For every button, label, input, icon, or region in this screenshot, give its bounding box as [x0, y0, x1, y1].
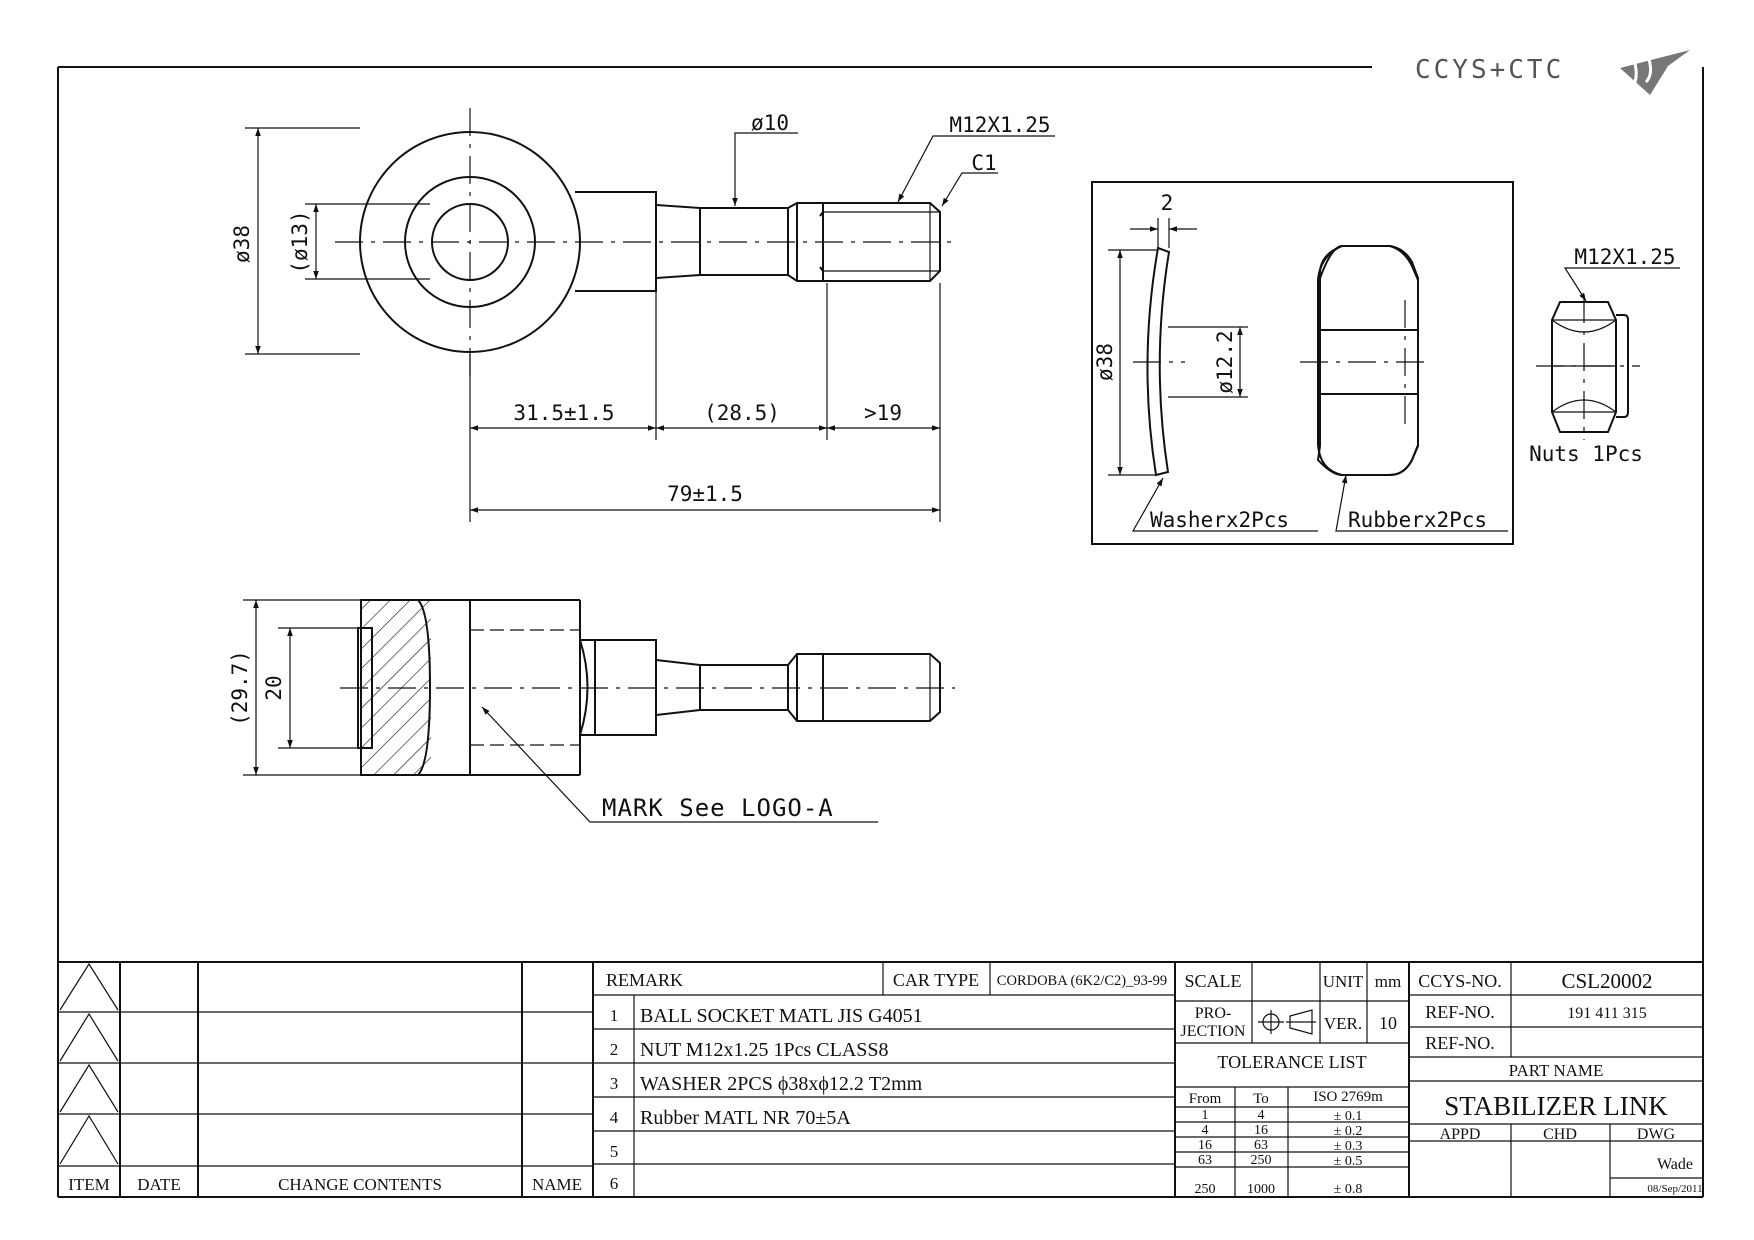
rubber-drawing: Rubberx2Pcs	[1300, 245, 1508, 532]
tolerance-row: 4 16 ± 0.2	[1202, 1123, 1363, 1139]
tol-value: ± 0.2	[1334, 1124, 1363, 1139]
tol-from: 16	[1198, 1138, 1212, 1153]
tol-value: ± 0.5	[1334, 1154, 1363, 1169]
remark-no: 4	[610, 1108, 619, 1127]
third-angle-projection-icon	[1258, 1009, 1316, 1035]
tolerance-row: 63 250 ± 0.5	[1198, 1153, 1362, 1169]
tolerance-row: 1 4 ± 0.1	[1202, 1108, 1363, 1124]
chd-label: CHD	[1543, 1126, 1577, 1143]
dim-length-28-5: (28.5)	[704, 401, 780, 425]
remark-text: WASHER 2PCS ϕ38xϕ12.2 T2mm	[640, 1073, 923, 1095]
dim-height-29-7: (29.7)	[228, 650, 252, 726]
remark-no: 3	[610, 1074, 619, 1093]
ref-no-value: 191 411 315	[1567, 1005, 1646, 1022]
dim-diameter-38: ø38	[230, 225, 254, 263]
tol-to: 250	[1251, 1153, 1272, 1168]
drawn-by: Wade	[1657, 1156, 1693, 1173]
col-change-contents: CHANGE CONTENTS	[278, 1175, 442, 1194]
ref-no-label: REF-NO.	[1425, 1033, 1495, 1053]
nut-drawing: M12X1.25 Nuts 1Pcs	[1529, 245, 1680, 466]
col-name: NAME	[532, 1175, 582, 1194]
appd-label: APPD	[1440, 1126, 1481, 1143]
dim-diameter-10: ø10	[751, 111, 789, 135]
remark-header: REMARK	[606, 970, 683, 990]
logo-emblem-icon	[1620, 50, 1690, 95]
part-name-value: STABILIZER LINK	[1444, 1091, 1668, 1121]
sheet-border	[57, 66, 1704, 1198]
remark-no: 6	[610, 1174, 619, 1193]
tolerance-title: TOLERANCE LIST	[1217, 1052, 1366, 1072]
rubber-label: Rubberx2Pcs	[1348, 508, 1487, 532]
dim-length-19: >19	[864, 401, 902, 425]
spec-table: SCALE UNIT mm PRO- JECTION VER. 10 TOLER…	[1175, 962, 1410, 1197]
ver-value: 10	[1379, 1013, 1397, 1033]
remark-text: Rubber MATL NR 70±5A	[640, 1107, 851, 1129]
unit-label: UNIT	[1323, 972, 1364, 991]
tol-to: 4	[1258, 1108, 1265, 1123]
tol-from: 63	[1198, 1153, 1212, 1168]
remark-no: 2	[610, 1040, 619, 1059]
tol-to: 16	[1254, 1123, 1268, 1138]
remark-text: BALL SOCKET MATL JIS G4051	[640, 1005, 923, 1027]
dim-nut-thread: M12X1.25	[1574, 245, 1675, 269]
remark-no: 1	[610, 1006, 619, 1025]
tol-to: 63	[1254, 1138, 1268, 1153]
side-view-drawing: (29.7) 20 MARK See LOGO-A	[228, 599, 955, 823]
projection-label: PRO-	[1195, 1005, 1231, 1022]
remark-no: 5	[610, 1142, 619, 1161]
tol-value: ± 0.3	[1334, 1139, 1363, 1154]
tol-header-from: From	[1189, 1091, 1222, 1107]
revision-table: ITEM DATE CHANGE CONTENTS NAME	[58, 961, 1703, 1197]
tol-from: 4	[1202, 1123, 1209, 1138]
title-block: CCYS-NO. CSL20002 REF-NO. 191 411 315 RE…	[1409, 962, 1703, 1197]
mark-logo-note: MARK See LOGO-A	[602, 794, 834, 822]
ccys-no-value: CSL20002	[1561, 969, 1652, 993]
tol-from: 1	[1202, 1108, 1209, 1123]
car-type-label: CAR TYPE	[893, 970, 979, 990]
dim-washer-diameter-38: ø38	[1093, 343, 1117, 381]
projection-label: JECTION	[1181, 1023, 1246, 1040]
drawing-date: 08/Sep/2011	[1647, 1183, 1702, 1195]
parts-detail-box: ø38 2 ø12.2 Washerx2Pcs Rubberx2Pcs	[1091, 181, 1514, 545]
tol-header-to: To	[1253, 1091, 1269, 1107]
revision-triangle-icon	[59, 962, 119, 1165]
dim-length-79: 79±1.5	[667, 482, 743, 506]
ccys-no-label: CCYS-NO.	[1418, 971, 1502, 991]
dim-chamfer-c1: C1	[971, 151, 996, 175]
ref-no-label: REF-NO.	[1425, 1002, 1495, 1022]
remarks-table: REMARK CAR TYPE CORDOBA (6K2/C2)_93-99 1…	[593, 962, 1176, 1197]
col-item: ITEM	[68, 1175, 110, 1194]
tol-header-iso: ISO 2769m	[1313, 1089, 1383, 1105]
dim-height-20: 20	[262, 675, 286, 700]
washer-label: Washerx2Pcs	[1150, 508, 1289, 532]
dim-length-31-5: 31.5±1.5	[513, 401, 614, 425]
col-date: DATE	[137, 1175, 180, 1194]
tolerance-row: 16 63 ± 0.3	[1198, 1138, 1362, 1154]
dim-washer-diameter-12-2: ø12.2	[1213, 330, 1237, 393]
top-view-drawing: ø38 (ø13) ø10 M12X1.25 C1 31.5±1.5 (28.5…	[230, 108, 1055, 522]
tol-from: 250	[1195, 1182, 1216, 1197]
unit-value: mm	[1375, 972, 1401, 991]
dim-thread-m12: M12X1.25	[949, 113, 1050, 137]
tol-to: 1000	[1247, 1182, 1275, 1197]
logo-text: CCYS+CTC	[1415, 55, 1564, 85]
tol-value: ± 0.8	[1334, 1182, 1363, 1197]
dwg-label: DWG	[1637, 1126, 1676, 1143]
tolerance-row: 250 1000 ± 0.8	[1195, 1182, 1363, 1197]
scale-label: SCALE	[1184, 971, 1241, 991]
company-logo: CCYS+CTC	[1415, 50, 1690, 95]
dim-diameter-13: (ø13)	[288, 210, 312, 273]
dim-washer-thickness: 2	[1161, 191, 1174, 215]
washer-drawing: ø38 2 ø12.2 Washerx2Pcs	[1093, 191, 1318, 532]
tol-value: ± 0.1	[1334, 1109, 1363, 1124]
nut-label: Nuts 1Pcs	[1529, 442, 1643, 466]
ver-label: VER.	[1324, 1014, 1362, 1033]
part-name-label: PART NAME	[1509, 1061, 1604, 1080]
car-type-value: CORDOBA (6K2/C2)_93-99	[997, 973, 1167, 989]
remark-text: NUT M12x1.25 1Pcs CLASS8	[640, 1039, 889, 1061]
